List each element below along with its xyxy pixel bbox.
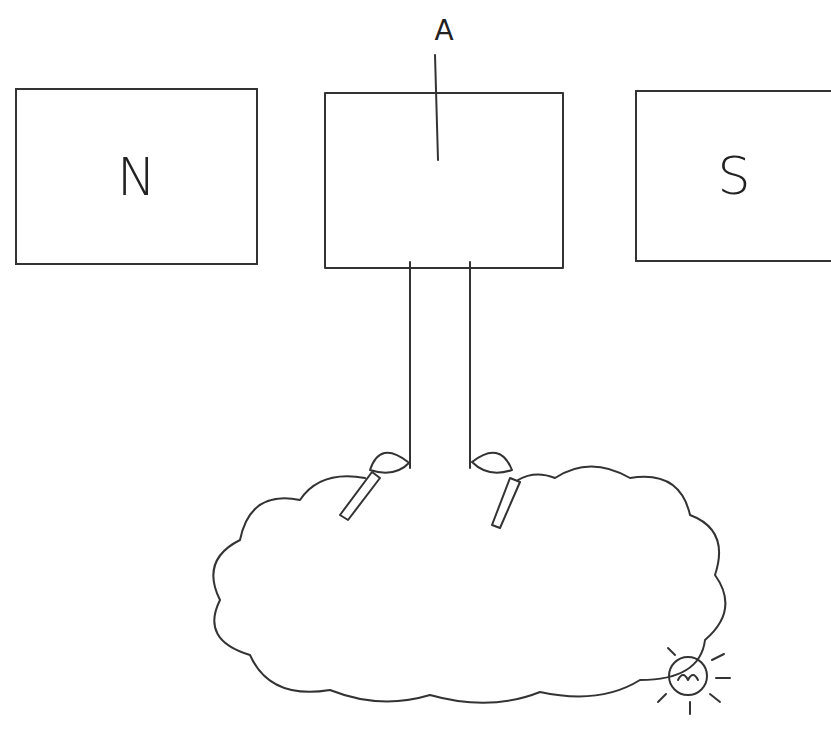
pole-letter: S [717,146,750,206]
slip-ring [472,453,512,473]
bulb-stem [668,648,675,655]
wire [409,262,411,468]
axis-label: A [434,14,453,47]
brush [492,478,520,528]
light-bulb [669,657,707,695]
armature-box [325,93,563,268]
cloud-outline [213,467,725,703]
pole-letter: N [117,147,156,207]
bulb-filament [678,675,698,680]
glow-rays [658,654,730,714]
magnet-box: S [635,90,831,262]
axis-line [435,55,438,160]
magnet-box: N [15,88,258,265]
wire [469,262,471,468]
slip-ring [370,453,410,473]
brush [340,472,380,520]
